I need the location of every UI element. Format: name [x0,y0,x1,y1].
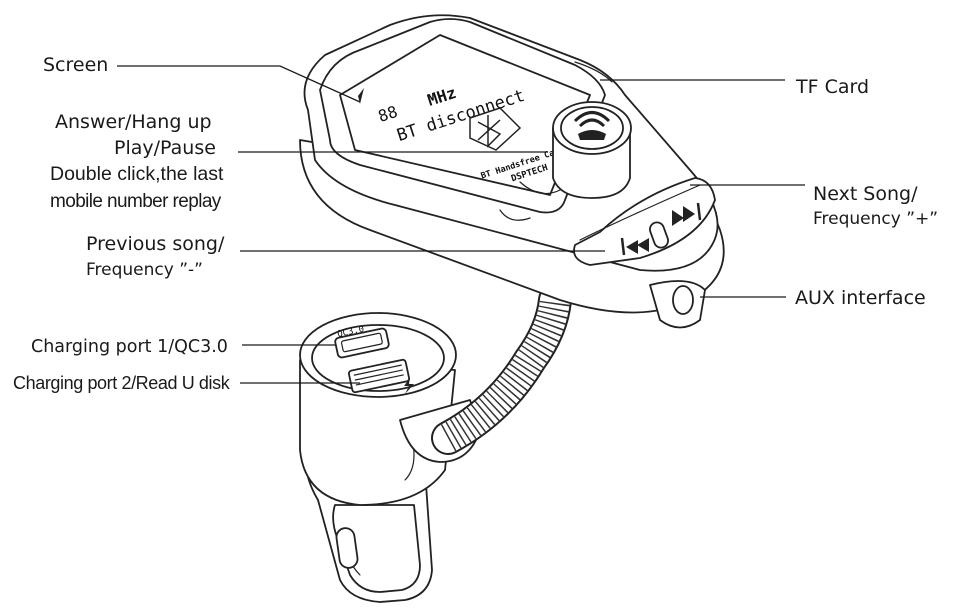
lightning-icon [404,378,414,394]
label-answer-line3: Double click,the last [50,163,224,185]
aux-jack [672,285,694,315]
phone-answer-icon [573,111,611,140]
label-answer-line2: Play/Pause [114,137,216,159]
bluetooth-logo-icon [469,107,522,151]
label-answer-line1: Answer/Hang up [55,111,212,133]
leader-lines [117,65,805,384]
label-screen: Screen [43,54,108,76]
charging-port-2 [348,358,414,394]
call-knob [552,101,632,199]
label-prev-line1: Previous song/ [86,233,225,255]
charging-port-1: QC3.0 [334,325,390,359]
label-aux: AUX interface [795,287,926,309]
label-next-line2: Frequency ”+” [813,209,938,229]
label-charging-port-1: Charging port 1/QC3.0 [31,337,228,357]
lcd-screen: 88 MHz BT disconnect [319,18,606,214]
label-charging-port-2: Charging port 2/Read U disk [13,373,231,393]
label-answer-line4: mobile number replay [50,191,222,212]
prev-track-icon [620,237,649,256]
gooseneck [431,283,572,455]
label-tf-card: TF Card [795,76,869,98]
label-prev-line2: Frequency ”-” [86,260,203,280]
track-rocker [573,177,716,266]
next-track-icon [672,202,702,226]
bluetooth-small-icon [358,88,364,104]
label-next-line1: Next Song/ [813,183,918,205]
rocker-center [649,221,669,249]
